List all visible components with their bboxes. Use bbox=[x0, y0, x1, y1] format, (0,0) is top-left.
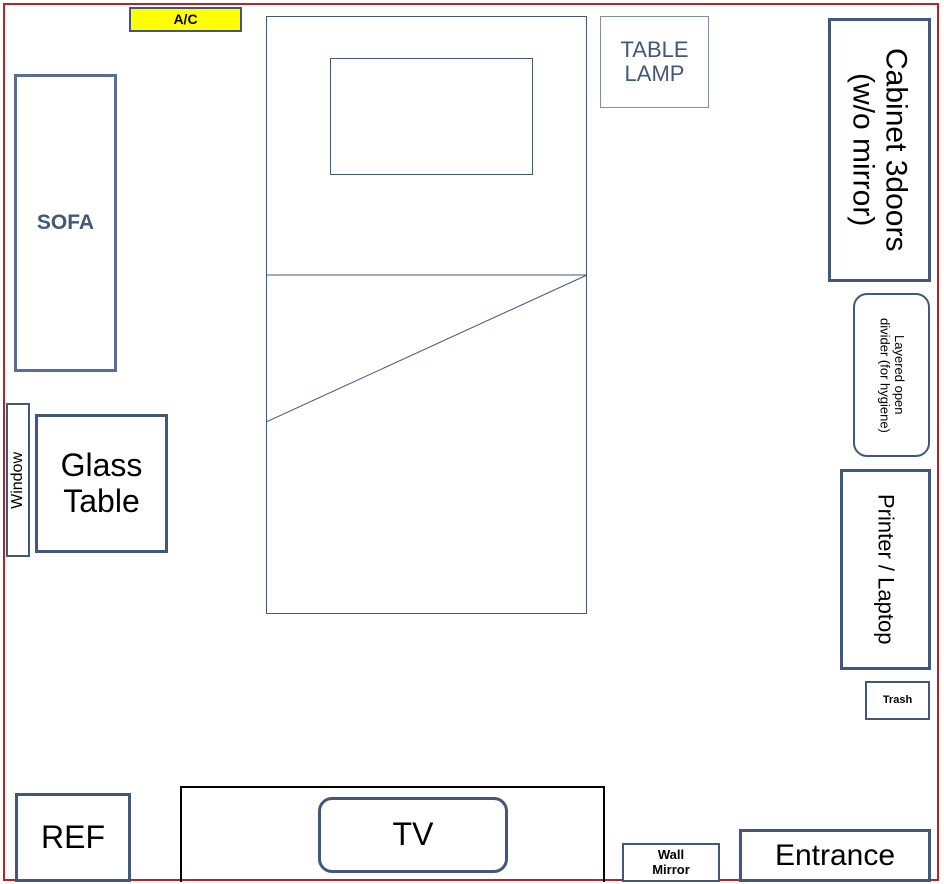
glass-table-label-line2: Table bbox=[63, 482, 140, 519]
sofa: SOFA bbox=[14, 74, 117, 372]
refrigerator: REF bbox=[15, 793, 131, 882]
ref-label: REF bbox=[41, 818, 105, 855]
printer-label: Printer / Laptop bbox=[873, 494, 899, 645]
window-label: Window bbox=[9, 451, 27, 509]
table-lamp-label-line2: LAMP bbox=[624, 61, 685, 86]
ac-label: A/C bbox=[173, 10, 198, 27]
pillow bbox=[330, 58, 533, 175]
wall-mirror-label-line1: Wall bbox=[657, 847, 685, 863]
ac-unit: A/C bbox=[129, 7, 242, 32]
tv-stand bbox=[180, 786, 605, 882]
trash-label: Trash bbox=[882, 694, 913, 707]
table-lamp-label-line1: TABLE bbox=[620, 36, 689, 62]
bed-blanket-lines bbox=[266, 274, 588, 423]
room-outline bbox=[3, 3, 939, 881]
glass-table-label-line1: Glass bbox=[60, 447, 143, 484]
layered-divider: Layered open divider (for hygiene) bbox=[853, 293, 930, 457]
entrance-label: Entrance bbox=[774, 839, 896, 872]
wall-mirror-label-line2: Mirror bbox=[652, 861, 690, 877]
tv-label: TV bbox=[392, 816, 434, 853]
cabinet-label-line2: (w/o mirror) bbox=[846, 73, 880, 227]
entrance: Entrance bbox=[739, 829, 931, 882]
divider-label-line2: divider (for hygiene) bbox=[877, 317, 893, 433]
sofa-label: SOFA bbox=[36, 211, 95, 235]
divider-label-line1: Layered open bbox=[891, 335, 907, 415]
trash-bin: Trash bbox=[865, 681, 930, 720]
cabinet: Cabinet 3doors (w/o mirror) bbox=[828, 18, 931, 282]
printer-laptop-desk: Printer / Laptop bbox=[840, 469, 931, 670]
wall-mirror: Wall Mirror bbox=[622, 843, 720, 882]
table-lamp: TABLE LAMP bbox=[600, 16, 709, 108]
glass-table: Glass Table bbox=[35, 414, 168, 553]
window: Window bbox=[6, 403, 30, 557]
cabinet-label-line1: Cabinet 3doors bbox=[879, 48, 913, 252]
tv: TV bbox=[318, 797, 508, 873]
bed bbox=[266, 16, 587, 614]
